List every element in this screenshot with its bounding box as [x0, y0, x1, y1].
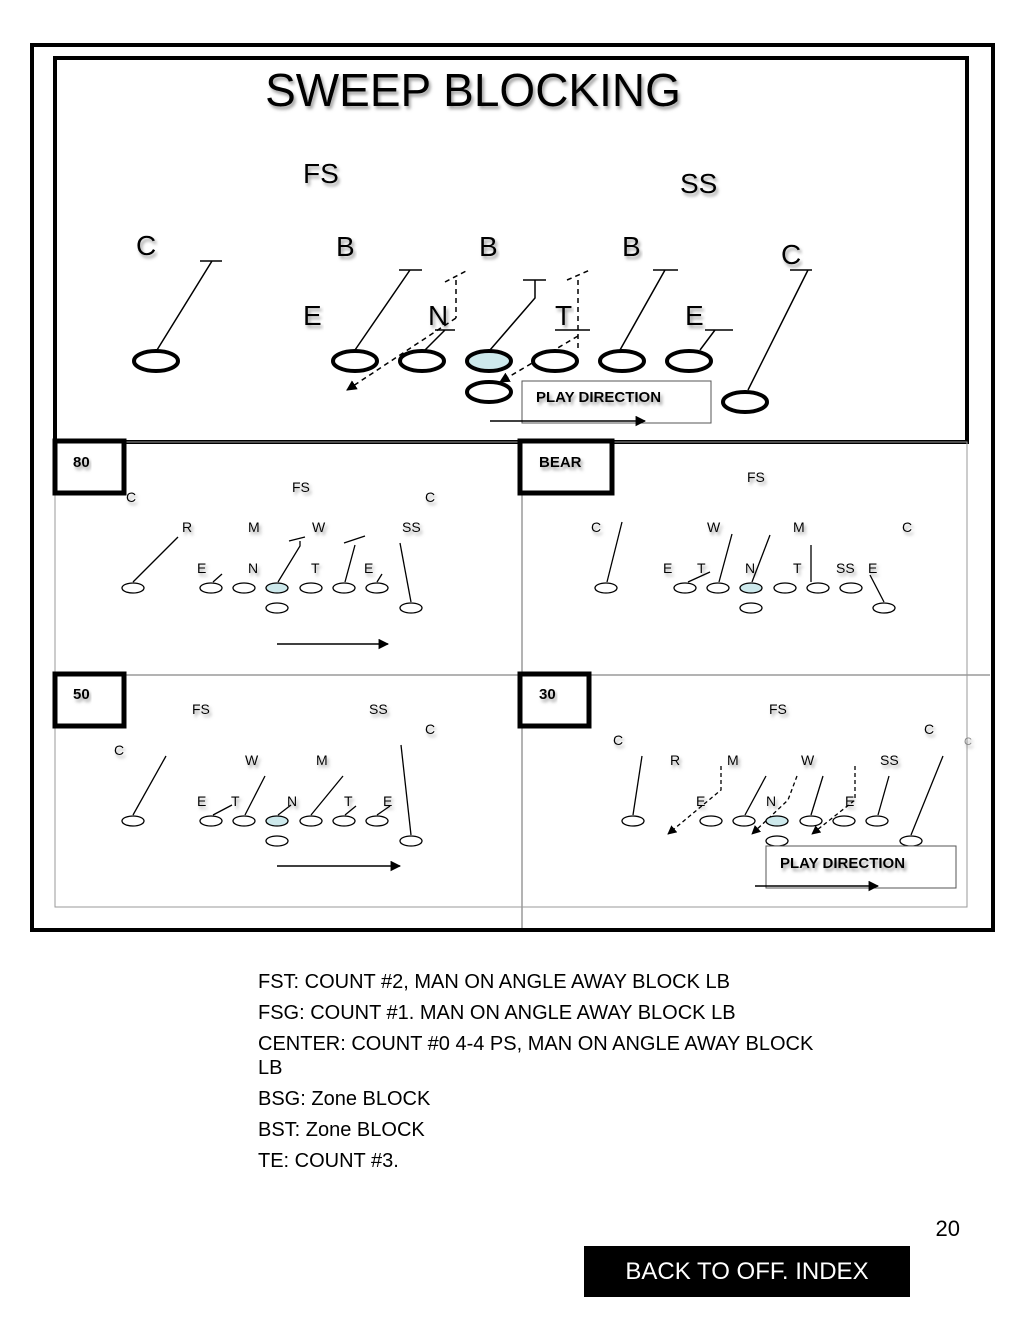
- p30-label-e2: E: [845, 793, 854, 809]
- page-title: SWEEP BLOCKING: [265, 64, 681, 116]
- badge-bear-label: BEAR: [539, 454, 582, 471]
- p50-label-w: W: [245, 752, 259, 768]
- p30-label-m: M: [727, 752, 739, 768]
- p30-play-direction-label: PLAY DIRECTION: [780, 855, 905, 872]
- p80-label-e2: E: [364, 560, 373, 576]
- player-tackle-right: [598, 349, 646, 373]
- p50-label-t2: T: [344, 793, 353, 809]
- player-te: [331, 349, 379, 373]
- bear-label-t1: T: [697, 560, 706, 576]
- note-bsg: BSG: Zone BLOCK: [258, 1088, 431, 1110]
- bear-label-m: M: [793, 519, 805, 535]
- p30-center: [765, 815, 789, 827]
- panel-bear: BEAR FS C W M C E T N T SS E: [517, 438, 912, 614]
- label-e-right: E: [685, 300, 704, 331]
- label-b1: B: [336, 231, 355, 262]
- note-te: TE: COUNT #3.: [258, 1150, 399, 1172]
- player-guard-right: [531, 349, 579, 373]
- player-end-right: [665, 349, 713, 373]
- p50-label-e2: E: [383, 793, 392, 809]
- p80-label-c2: C: [425, 489, 435, 505]
- bear-label-c2: C: [902, 519, 912, 535]
- label-b3: B: [622, 231, 641, 262]
- outer-frame: [30, 43, 995, 932]
- player-qb: [465, 380, 513, 404]
- sweep-blocking-diagram: SWEEP BLOCKING FS SS C B B B C E N T E: [30, 43, 995, 932]
- p30-label-c3: C: [964, 736, 972, 748]
- p50-label-t1: T: [231, 793, 240, 809]
- player-wr-left: [132, 349, 180, 373]
- label-c-left: C: [136, 230, 156, 261]
- note-fst: FST: COUNT #2, MAN ON ANGLE AWAY BLOCK L…: [258, 971, 730, 993]
- p30-play-direction-box: [765, 845, 957, 889]
- p30-label-n: N: [766, 793, 776, 809]
- bear-label-e2: E: [868, 560, 877, 576]
- bear-label-n: N: [745, 560, 755, 576]
- p30-label-ss: SS: [880, 752, 899, 768]
- label-fs: FS: [303, 158, 339, 189]
- label-c-right: C: [781, 239, 801, 270]
- badge-30: [517, 671, 592, 729]
- panel-50: 50 FS SS C C W M E T N T E: [52, 671, 435, 872]
- p80-center: [265, 582, 289, 594]
- bear-label-c1: C: [591, 519, 601, 535]
- page-number: 20: [935, 1216, 960, 1241]
- bear-center: [739, 582, 763, 594]
- p80-label-w: W: [312, 519, 326, 535]
- p30-label-r: R: [670, 752, 680, 768]
- p30-label-c1: C: [613, 732, 623, 748]
- note-fsg: FSG: COUNT #1. MAN ON ANGLE AWAY BLOCK L…: [258, 1002, 736, 1024]
- p50-label-fs: FS: [192, 701, 210, 717]
- p50-label-m: M: [316, 752, 328, 768]
- p30-label-fs: FS: [769, 701, 787, 717]
- p30-label-w: W: [801, 752, 815, 768]
- p80-label-c1: C: [126, 489, 136, 505]
- p50-center: [265, 815, 289, 827]
- note-bst: BST: Zone BLOCK: [258, 1119, 425, 1141]
- main-diagram: FS SS C B B B C E N T E: [132, 158, 812, 427]
- p80-label-e1: E: [197, 560, 206, 576]
- label-t: T: [555, 300, 572, 331]
- p80-label-m: M: [248, 519, 260, 535]
- p50-label-e1: E: [197, 793, 206, 809]
- badge-50-label: 50: [73, 686, 90, 703]
- main-players: [132, 349, 769, 414]
- label-b2: B: [479, 231, 498, 262]
- play-direction-label: PLAY DIRECTION: [536, 389, 661, 406]
- badge-80-label: 80: [73, 454, 90, 471]
- panel-80: 80 C FS C R M W SS E N T E: [52, 438, 435, 650]
- bear-label-ss: SS: [836, 560, 855, 576]
- blocking-notes: FST: COUNT #2, MAN ON ANGLE AWAY BLOCK L…: [258, 970, 818, 1180]
- badge-bear: [517, 438, 615, 496]
- player-tackle-left: [398, 349, 446, 373]
- p50-label-c2: C: [425, 721, 435, 737]
- note-center: CENTER: COUNT #0 4-4 PS, MAN ON ANGLE AW…: [258, 1033, 814, 1079]
- p80-label-t: T: [311, 560, 320, 576]
- badge-30-label: 30: [539, 686, 556, 703]
- bear-label-fs: FS: [747, 469, 765, 485]
- label-n: N: [428, 300, 448, 331]
- label-e-left: E: [303, 300, 322, 331]
- play-direction-box: [521, 380, 712, 424]
- back-to-index-button[interactable]: BACK TO OFF. INDEX: [584, 1246, 910, 1297]
- p50-label-ss: SS: [369, 701, 388, 717]
- p80-label-n: N: [248, 560, 258, 576]
- p80-label-r: R: [182, 519, 192, 535]
- player-wr-right: [721, 390, 769, 414]
- badge-80: [52, 438, 127, 496]
- p30-label-e1: E: [696, 793, 705, 809]
- p30-label-c2: C: [924, 721, 934, 737]
- badge-50: [52, 671, 127, 729]
- label-ss: SS: [680, 168, 717, 199]
- bear-label-w: W: [707, 519, 721, 535]
- bear-label-e1: E: [663, 560, 672, 576]
- bear-label-t2: T: [793, 560, 802, 576]
- p50-label-n: N: [287, 793, 297, 809]
- p80-label-fs: FS: [292, 479, 310, 495]
- p80-label-ss: SS: [402, 519, 421, 535]
- panel-30: 30 FS C C C R M W SS E N E: [517, 671, 972, 892]
- player-center: [465, 349, 513, 373]
- p50-label-c1: C: [114, 742, 124, 758]
